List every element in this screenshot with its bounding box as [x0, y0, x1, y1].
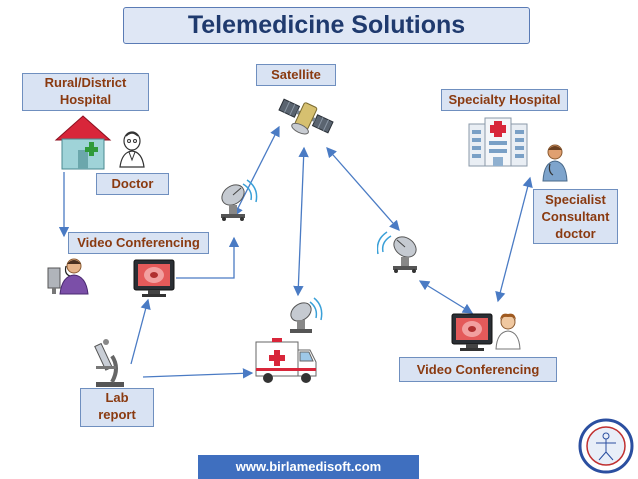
specialty-hospital-label: Specialty Hospital — [441, 89, 568, 111]
specialist-label: Specialist Consultant doctor — [533, 189, 618, 244]
page-title: Telemedicine Solutions — [123, 7, 530, 44]
footer-url[interactable]: www.birlamedisoft.com — [198, 455, 419, 479]
video-conferencing-left-label: Video Conferencing — [68, 232, 209, 254]
monitor-right-icon — [451, 313, 493, 351]
satellite-dish-right-icon — [377, 231, 417, 273]
hospital-building-icon — [468, 117, 528, 167]
monitor-left-icon — [133, 259, 175, 297]
lab-report-label-line1: Lab — [105, 390, 129, 405]
specialist-label-line1: Specialist — [545, 192, 606, 207]
satellite-dish-left-icon — [221, 179, 258, 221]
arrow-lab-to-ambulance — [142, 368, 254, 379]
arrow-satellite-right-dish — [326, 147, 400, 231]
lab-report-label-line2: report — [98, 407, 136, 422]
rural-hospital-label-line1: Rural/District — [44, 75, 127, 90]
arrow-monitor-to-dish — [176, 236, 240, 279]
lab-report-label: Lab report — [80, 388, 154, 427]
rural-hospital-label-line2: Hospital — [59, 92, 112, 107]
arrow-videoconf-specialist — [495, 176, 533, 303]
consultant-person-icon — [495, 313, 521, 350]
ambulance-dish-icon — [290, 297, 323, 333]
satellite-label: Satellite — [256, 64, 336, 86]
arrow-satellite-ambulance — [293, 146, 309, 297]
house-hospital-icon — [54, 115, 112, 170]
microscope-icon — [94, 339, 124, 387]
doctor-icon — [119, 131, 145, 168]
specialist-doctor-icon — [542, 144, 568, 182]
doctor-label: Doctor — [96, 173, 169, 195]
video-conferencing-right-label: Video Conferencing — [399, 357, 557, 382]
birlamedisoft-logo — [578, 418, 634, 474]
specialist-label-line3: doctor — [555, 226, 596, 241]
arrow-lab-to-monitor — [130, 298, 151, 365]
specialist-label-line2: Consultant — [541, 209, 610, 224]
arrow-left-dish-satellite — [233, 125, 280, 218]
arrow-right-dish-videoconf — [418, 280, 474, 314]
satellite-icon — [278, 98, 334, 135]
ambulance-icon — [255, 338, 317, 383]
operator-person-icon — [47, 258, 89, 295]
rural-hospital-label: Rural/District Hospital — [22, 73, 149, 111]
